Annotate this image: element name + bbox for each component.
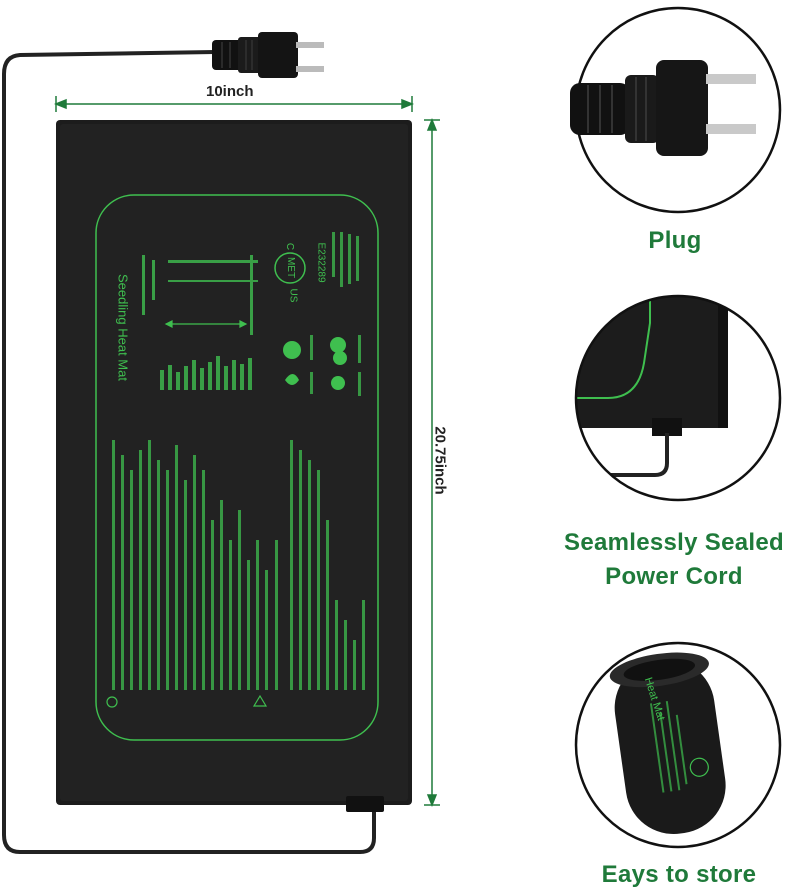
plug-graphic [212,32,324,78]
chart-arrow [164,320,248,328]
cert-us: US [287,288,299,303]
plant-icons [283,337,347,390]
cert-number: E232289 [315,242,327,283]
height-label: 20.75inch [431,426,449,495]
rolled-mat-graphic [609,652,726,835]
temperature-chart [142,255,258,390]
mat-title: Seedling Heat Mat [115,274,131,381]
cert-mark: MET [285,256,297,279]
power-cord [1,50,376,854]
width-dimension-line [53,96,415,112]
cert-text-block [332,232,359,287]
info-icon [106,696,118,708]
cert-c: C [284,242,296,251]
width-label: 10inch [206,83,254,100]
warning-icon [252,694,268,707]
roll-closeup-circle [574,641,782,849]
mat-print-panel [95,194,379,741]
plug-closeup-icon [570,60,756,156]
cord-closeup-circle [574,294,782,502]
feature-label-storage: Eays to store [601,861,757,888]
legend-bars [310,335,361,396]
heat-mat-illustration [1,32,440,854]
printed-instructions [112,440,365,690]
cord-exit [346,796,384,812]
met-cert-circle [274,252,306,284]
feature-label-plug: Plug [648,227,702,254]
height-dimension-line [424,117,440,808]
plug-closeup-circle [570,6,782,214]
